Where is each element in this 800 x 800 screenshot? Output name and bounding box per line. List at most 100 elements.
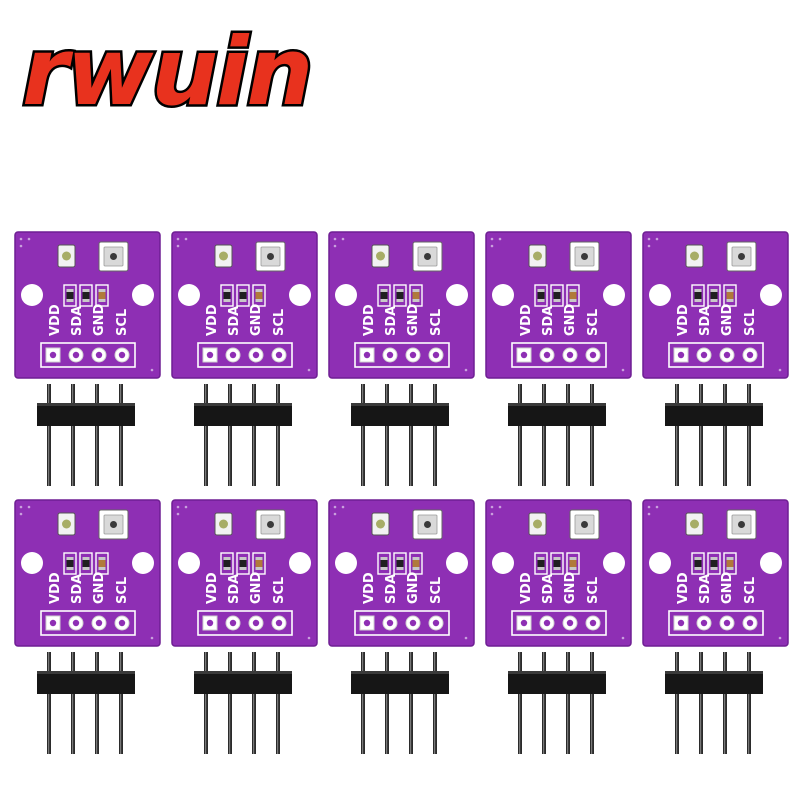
pin-pad-outline bbox=[197, 342, 293, 368]
pcb-board bbox=[485, 499, 632, 647]
via-dot bbox=[647, 237, 651, 241]
pin-pad-hole bbox=[229, 351, 237, 359]
header-plastic-body bbox=[351, 671, 449, 694]
resistor bbox=[694, 289, 702, 302]
component-terminal bbox=[66, 289, 74, 292]
pin-label-gnd: GND bbox=[249, 571, 264, 604]
pin-pad-hole bbox=[432, 351, 440, 359]
header-pin-highlight bbox=[748, 384, 750, 486]
component-terminal bbox=[223, 557, 231, 560]
pin-header bbox=[508, 384, 606, 486]
component-terminal bbox=[710, 567, 718, 570]
pcb-board bbox=[642, 499, 789, 647]
passive-outline bbox=[63, 284, 77, 307]
passive-outline bbox=[393, 552, 407, 575]
pin-label-vdd: VDD bbox=[205, 572, 220, 604]
pin-header bbox=[351, 652, 449, 754]
pin-label-scl: SCL bbox=[272, 577, 287, 604]
pin-label-gnd: GND bbox=[720, 571, 735, 604]
pin-pad-hole bbox=[229, 619, 237, 627]
resistor bbox=[553, 289, 561, 302]
component-terminal bbox=[569, 289, 577, 292]
header-plastic-body bbox=[508, 403, 606, 426]
via-dot bbox=[333, 512, 337, 516]
component-terminal bbox=[412, 299, 420, 302]
header-pin-highlight bbox=[567, 652, 569, 754]
via-dot bbox=[27, 237, 31, 241]
pin-pad-hole bbox=[275, 351, 283, 359]
pcb-board bbox=[485, 231, 632, 379]
header-pin-highlight bbox=[96, 652, 98, 754]
pin-pad-hole bbox=[520, 351, 528, 359]
component-terminal bbox=[98, 299, 106, 302]
pcb-board bbox=[14, 499, 161, 647]
component-terminal bbox=[537, 567, 545, 570]
component-terminal bbox=[569, 567, 577, 570]
component-terminal bbox=[223, 299, 231, 302]
header-pin-highlight bbox=[410, 652, 412, 754]
pin-label-scl: SCL bbox=[115, 577, 130, 604]
sensor-chip-window bbox=[738, 521, 745, 528]
mounting-hole bbox=[335, 284, 357, 306]
component-terminal bbox=[396, 567, 404, 570]
header-pin-highlight bbox=[48, 652, 50, 754]
header-plastic-top bbox=[351, 671, 449, 674]
component-terminal bbox=[223, 289, 231, 292]
resistor bbox=[239, 557, 247, 570]
passive-outline bbox=[236, 284, 250, 307]
pin-label-scl: SCL bbox=[272, 309, 287, 336]
passive-outline bbox=[220, 284, 234, 307]
pin-label-vdd: VDD bbox=[519, 572, 534, 604]
pin-pad-hole bbox=[589, 351, 597, 359]
pin-label-scl: SCL bbox=[429, 577, 444, 604]
pin-pad-hole bbox=[543, 351, 551, 359]
capacitor bbox=[726, 557, 734, 570]
passive-outline bbox=[377, 284, 391, 307]
pin-label-vdd: VDD bbox=[48, 304, 63, 336]
capacitor bbox=[98, 557, 106, 570]
resistor bbox=[710, 557, 718, 570]
component-terminal bbox=[537, 557, 545, 560]
component-terminal bbox=[380, 567, 388, 570]
sensor-chip-window bbox=[110, 521, 117, 528]
passive-outline bbox=[723, 284, 737, 307]
mounting-hole bbox=[21, 552, 43, 574]
mounting-hole bbox=[603, 284, 625, 306]
mounting-hole bbox=[603, 552, 625, 574]
pcb-board bbox=[642, 231, 789, 379]
pin-pad-hole bbox=[72, 351, 80, 359]
component-terminal bbox=[412, 557, 420, 560]
sensor-chip-port bbox=[690, 519, 699, 529]
resistor bbox=[694, 557, 702, 570]
header-pin-highlight bbox=[543, 652, 545, 754]
via-dot bbox=[490, 244, 494, 248]
header-pin-highlight bbox=[724, 384, 726, 486]
via-dot bbox=[341, 505, 345, 509]
passive-outline bbox=[707, 552, 721, 575]
capacitor bbox=[569, 289, 577, 302]
component-terminal bbox=[726, 289, 734, 292]
pin-pad-hole bbox=[723, 619, 731, 627]
component-terminal bbox=[694, 299, 702, 302]
header-pin-highlight bbox=[362, 652, 364, 754]
sensor-chip-window bbox=[581, 521, 588, 528]
via-dot bbox=[333, 505, 337, 509]
sensor-chip-port bbox=[219, 251, 228, 261]
brand-logo-text: rwuin bbox=[22, 18, 311, 127]
header-plastic-top bbox=[194, 403, 292, 406]
component-terminal bbox=[380, 289, 388, 292]
pin-label-sda: SDA bbox=[384, 306, 399, 336]
component-terminal bbox=[239, 289, 247, 292]
pin-label-sda: SDA bbox=[227, 306, 242, 336]
pin-pad-hole bbox=[746, 619, 754, 627]
sensor-chip-port bbox=[533, 519, 542, 529]
pin-label-scl: SCL bbox=[429, 309, 444, 336]
mounting-hole bbox=[178, 552, 200, 574]
pin-pad-hole bbox=[677, 619, 685, 627]
pcb-board bbox=[14, 231, 161, 379]
mounting-hole bbox=[760, 284, 782, 306]
passive-outline bbox=[377, 552, 391, 575]
